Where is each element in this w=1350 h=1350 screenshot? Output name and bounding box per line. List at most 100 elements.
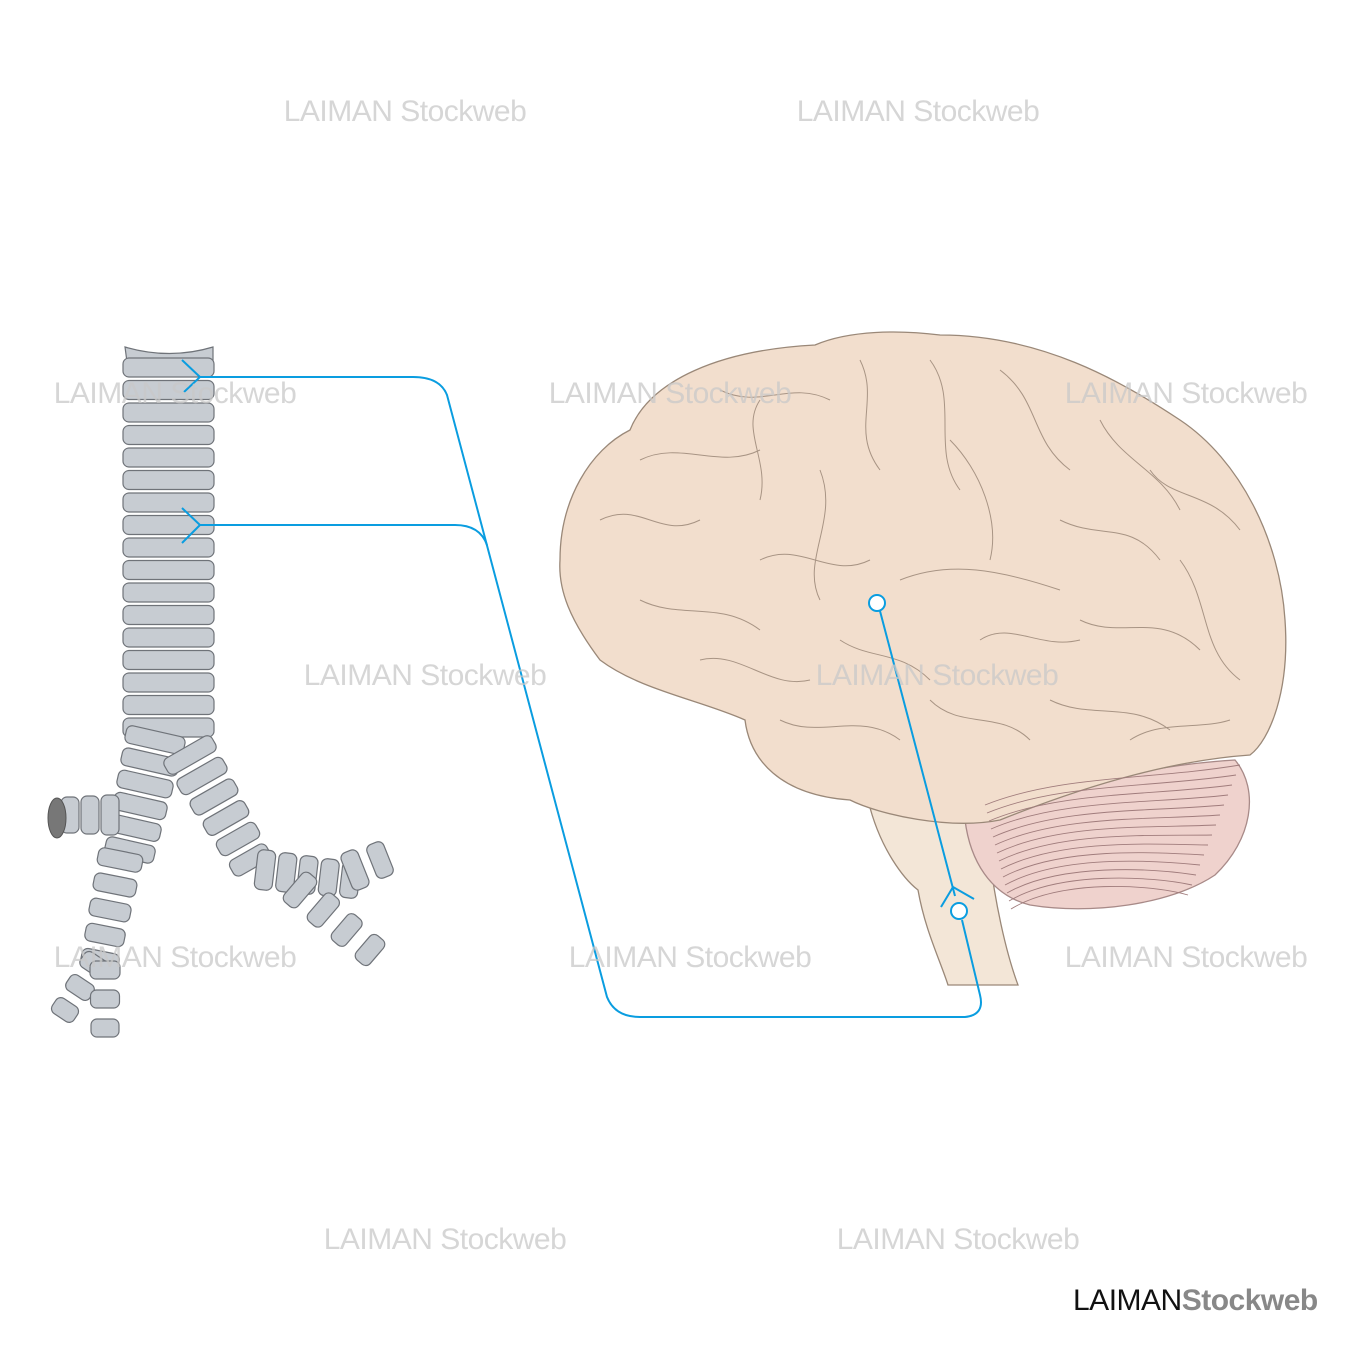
watermark: LAIMAN Stockweb bbox=[1064, 941, 1308, 974]
sulcus bbox=[999, 369, 1071, 471]
trachea-ring bbox=[122, 604, 215, 626]
cerebellum-fold bbox=[1004, 860, 1201, 886]
bronchus-ring bbox=[92, 872, 138, 898]
cerebellum-fold bbox=[1002, 852, 1205, 878]
bronchus-ring bbox=[80, 795, 100, 835]
trachea-ring bbox=[122, 649, 215, 671]
watermark: LAIMAN Stockweb bbox=[1064, 377, 1308, 410]
sulcus bbox=[813, 469, 827, 601]
trachea-ring bbox=[122, 492, 215, 513]
cerebrum bbox=[559, 331, 1287, 824]
brand-logo: LAIMANStockweb bbox=[1073, 1284, 1318, 1318]
bronchus-ring bbox=[282, 871, 318, 909]
bronchus-ring bbox=[366, 841, 394, 879]
trachea-ring bbox=[122, 694, 215, 716]
bronchus-ring bbox=[90, 1018, 120, 1038]
bronchus-ring bbox=[330, 913, 363, 947]
sulcus bbox=[929, 359, 961, 491]
sulcus bbox=[859, 359, 881, 471]
bronchus-ring bbox=[100, 794, 120, 836]
trachea-ring bbox=[122, 582, 215, 603]
bronchus-ring bbox=[202, 800, 250, 836]
cerebellum-fold bbox=[988, 784, 1233, 822]
trachea-ring bbox=[122, 357, 215, 378]
sulcus bbox=[752, 399, 763, 501]
sulcus bbox=[599, 513, 701, 527]
cerebellum-fold bbox=[984, 764, 1241, 806]
trachea-ring bbox=[122, 559, 215, 581]
bronchus-ring bbox=[88, 897, 132, 923]
sulcus bbox=[639, 599, 761, 631]
bronchus-ring bbox=[306, 892, 341, 928]
watermark: LAIMAN Stockweb bbox=[836, 1223, 1080, 1256]
bronchus-ring bbox=[124, 725, 186, 755]
watermark: LAIMAN Stockweb bbox=[283, 95, 527, 128]
bronchus-ring bbox=[163, 735, 217, 775]
watermark: LAIMAN Stockweb bbox=[53, 377, 297, 410]
bronchus-ring bbox=[84, 922, 126, 948]
watermark: LAIMAN Stockweb bbox=[815, 659, 1059, 692]
cerebellum-fold bbox=[1008, 877, 1193, 902]
trachea-ring bbox=[122, 402, 215, 423]
connector-brain bbox=[879, 610, 956, 897]
cerebellum-fold bbox=[992, 804, 1225, 838]
sulcus bbox=[839, 639, 931, 681]
sulcus bbox=[1049, 699, 1171, 731]
right-bronchus bbox=[163, 735, 394, 967]
bronchus-ring bbox=[215, 821, 261, 857]
watermark: LAIMAN Stockweb bbox=[323, 1223, 567, 1256]
sulcus bbox=[699, 657, 811, 683]
cerebellum-fold bbox=[990, 794, 1229, 830]
sulcus bbox=[979, 632, 1081, 643]
sulcus bbox=[1059, 519, 1161, 561]
sulcus bbox=[1099, 419, 1181, 511]
brainstem-node bbox=[950, 902, 968, 920]
logo-text-laiman: LAIMAN bbox=[1073, 1284, 1182, 1317]
sulcus bbox=[1149, 469, 1241, 531]
sulcus bbox=[719, 389, 831, 401]
sulcus bbox=[929, 699, 1031, 741]
trachea-ring bbox=[122, 537, 215, 558]
bronchus-ring bbox=[116, 769, 174, 799]
cerebellum-fold bbox=[996, 824, 1217, 854]
cerebellum-fold bbox=[1006, 869, 1197, 894]
brain-sulci bbox=[599, 359, 1241, 741]
sulcus bbox=[779, 719, 901, 741]
bronchus-ring bbox=[50, 997, 80, 1023]
bronchus-ring bbox=[96, 847, 144, 873]
connector-lower-trachea bbox=[200, 524, 488, 546]
sulcus bbox=[949, 439, 994, 561]
cerebellum-fold bbox=[994, 814, 1221, 846]
trachea-ring bbox=[122, 469, 215, 491]
bronchus-ring bbox=[89, 989, 121, 1009]
bronchus-ring bbox=[340, 849, 370, 891]
trachea bbox=[122, 346, 215, 738]
left-bronchus bbox=[50, 725, 186, 1038]
watermark: LAIMAN Stockweb bbox=[568, 941, 812, 974]
sulcus bbox=[639, 449, 761, 461]
lower-trachea-marker bbox=[181, 507, 202, 544]
sulcus bbox=[1179, 559, 1241, 681]
cerebellum-fold bbox=[998, 834, 1213, 862]
logo-text-stockweb: Stockweb bbox=[1181, 1284, 1319, 1317]
trachea-ring bbox=[122, 627, 215, 648]
connector-upper-trachea bbox=[200, 376, 982, 1018]
trachea-ring bbox=[122, 672, 215, 693]
upper-trachea-marker bbox=[181, 359, 202, 393]
trachea-ring bbox=[122, 424, 215, 446]
sulcus bbox=[1079, 619, 1201, 651]
sulcus bbox=[759, 553, 871, 567]
bronchus-ring bbox=[176, 756, 228, 796]
brainstem-marker bbox=[940, 885, 975, 908]
cerebellum-fold bbox=[1010, 885, 1189, 910]
trachea-ring bbox=[122, 447, 215, 468]
sulcus bbox=[1129, 719, 1231, 741]
bronchus-ring bbox=[317, 858, 340, 897]
bronchus-ring bbox=[275, 852, 298, 893]
bronchus-ring bbox=[253, 849, 277, 891]
bronchus-ring bbox=[354, 933, 386, 967]
watermark: LAIMAN Stockweb bbox=[796, 95, 1040, 128]
cerebellum-folia bbox=[984, 764, 1241, 910]
